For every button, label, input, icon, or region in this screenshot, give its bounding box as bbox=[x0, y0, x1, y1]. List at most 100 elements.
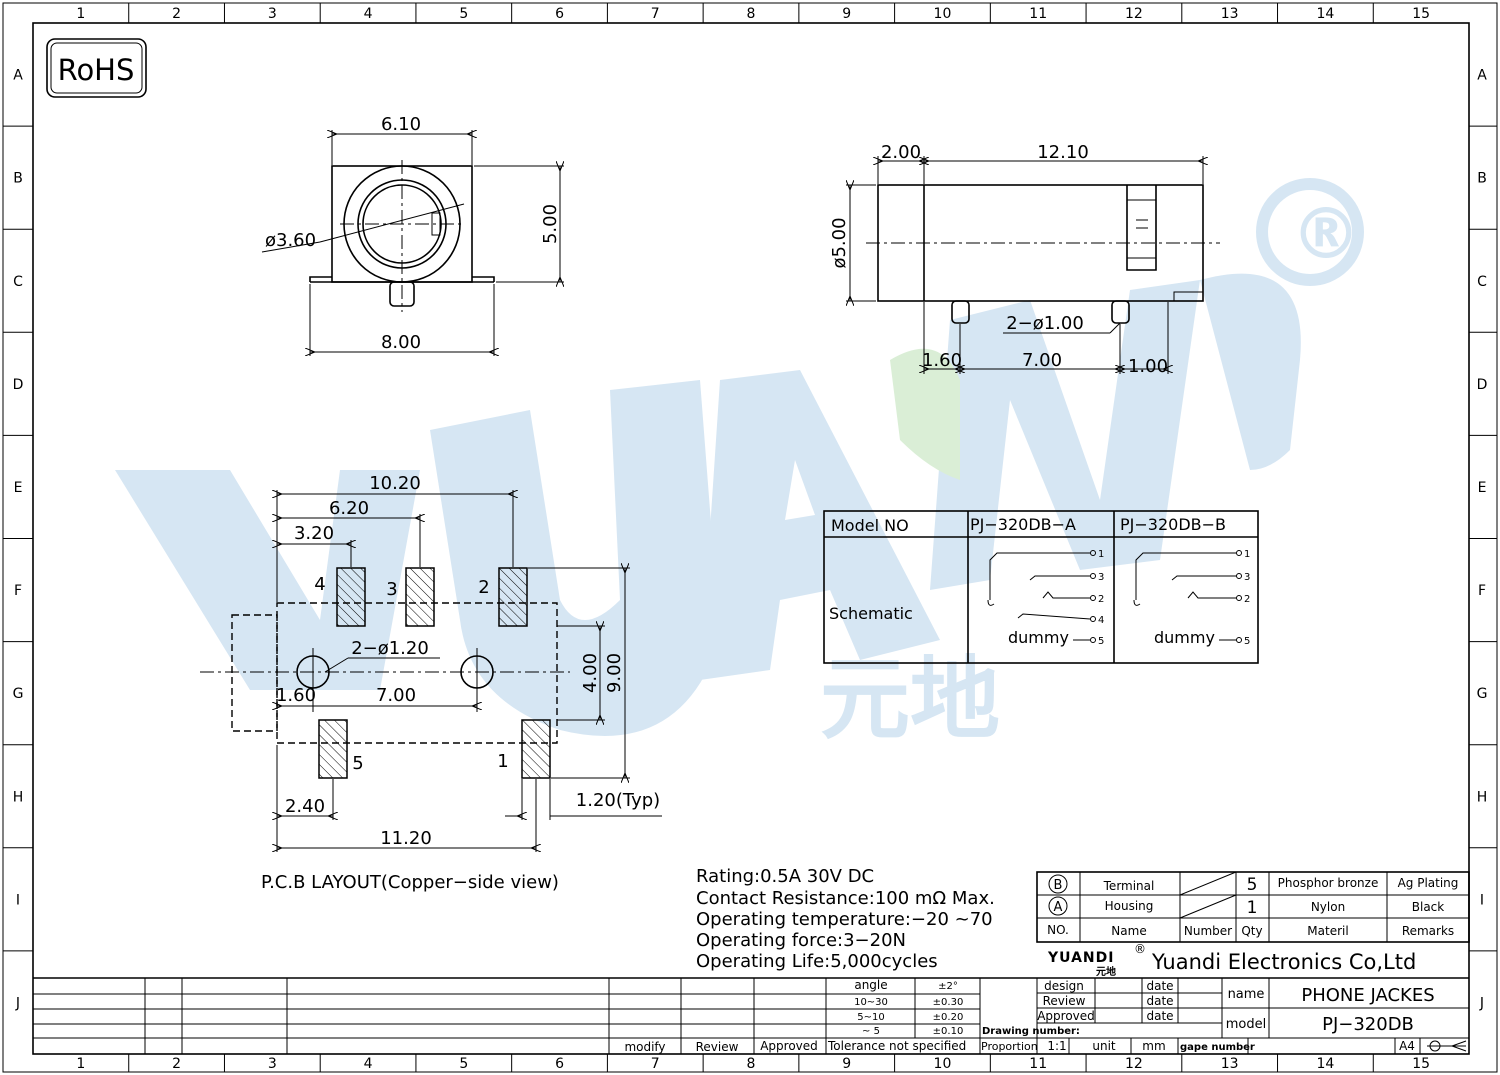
border-column-label: 4 bbox=[364, 1056, 373, 1072]
pcb-d2: 6.20 bbox=[329, 498, 369, 519]
bom-qty-housing: 1 bbox=[1247, 898, 1258, 918]
pad-1 bbox=[521, 719, 551, 779]
pin-label-2: 2 bbox=[478, 577, 489, 598]
pad-2 bbox=[498, 567, 528, 627]
b-pin-5: 5 bbox=[1244, 636, 1250, 647]
unit-value: mm bbox=[1142, 1039, 1165, 1053]
date-label-1: date bbox=[1146, 979, 1173, 993]
border-row-label: H bbox=[13, 789, 24, 805]
border-row-label: A bbox=[1477, 68, 1487, 84]
pin-label-3: 3 bbox=[386, 579, 397, 600]
b-pin-3: 3 bbox=[1244, 572, 1250, 583]
border-column-label: 9 bbox=[842, 6, 851, 22]
front-hole-dim: ø3.60 bbox=[265, 230, 316, 251]
border-row-label: B bbox=[1477, 171, 1487, 187]
spec-rating: Rating:0.5A 30V DC bbox=[696, 866, 874, 887]
pcb-total-h: 9.00 bbox=[604, 653, 625, 693]
pcb-caption: P.C.B LAYOUT(Copper−side view) bbox=[261, 872, 559, 893]
border-column-label: 9 bbox=[842, 1056, 851, 1072]
modify-label: modify bbox=[624, 1040, 665, 1054]
border-column-label: 13 bbox=[1221, 6, 1239, 22]
bom-header-material: Materil bbox=[1307, 924, 1348, 938]
pcb-d3: 3.20 bbox=[294, 523, 334, 544]
a-pin-5: 5 bbox=[1098, 636, 1104, 647]
table-header-b: PJ−320DB−B bbox=[1120, 515, 1226, 534]
tol-angle-label: angle bbox=[854, 978, 887, 992]
front-view bbox=[261, 130, 564, 356]
unit-label: unit bbox=[1092, 1039, 1116, 1053]
border-row-label: G bbox=[1477, 686, 1488, 702]
company-name: Yuandi Electronics Co,Ltd bbox=[1151, 950, 1416, 974]
proportion-value: 1:1 bbox=[1047, 1039, 1066, 1053]
border-row-label: C bbox=[1477, 274, 1487, 290]
spec-temperature: Operating temperature:−20 ~70 bbox=[696, 909, 993, 930]
review2-label: Review bbox=[1043, 994, 1086, 1008]
side-pins-dim: 2−ø1.00 bbox=[1006, 313, 1084, 334]
bom-qty-terminal: 5 bbox=[1247, 875, 1258, 895]
name-label: name bbox=[1228, 987, 1265, 1002]
border-column-label: 3 bbox=[268, 1056, 277, 1072]
border-row-label: F bbox=[14, 583, 22, 599]
b-pin-2: 2 bbox=[1244, 594, 1250, 605]
date-label-2: date bbox=[1146, 994, 1173, 1008]
border-row-label: E bbox=[14, 480, 23, 496]
pcb-total-w: 11.20 bbox=[380, 828, 432, 849]
watermark: ® 元地 bbox=[115, 178, 1364, 752]
dummy-a: dummy bbox=[1008, 628, 1069, 647]
border-row-label: D bbox=[13, 377, 24, 393]
pcb-inner: 4.00 bbox=[580, 653, 601, 693]
side-front-dim: 2.00 bbox=[881, 142, 921, 163]
spec-resistance: Contact Resistance:100 mΩ Max. bbox=[696, 888, 995, 909]
border-row-label: F bbox=[1478, 583, 1486, 599]
pad-5 bbox=[318, 719, 348, 779]
approved-label: Approved bbox=[760, 1039, 818, 1053]
pcb-d1: 10.20 bbox=[369, 473, 421, 494]
border-row-label: G bbox=[13, 686, 24, 702]
border-column-label: 3 bbox=[268, 6, 277, 22]
border-column-label: 7 bbox=[651, 6, 660, 22]
border-column-label: 11 bbox=[1029, 1056, 1047, 1072]
pcb-holes: 2−ø1.20 bbox=[351, 638, 429, 659]
a-pin-1: 1 bbox=[1098, 549, 1104, 560]
model-label: model bbox=[1226, 1017, 1266, 1032]
pad-3 bbox=[405, 567, 435, 627]
schematic-table bbox=[823, 510, 1259, 664]
watermark-reg: ® bbox=[1291, 193, 1361, 275]
part-model: PJ−320DB bbox=[1322, 1014, 1414, 1035]
review-label: Review bbox=[696, 1040, 739, 1054]
tol-angle-value: ±2° bbox=[938, 981, 958, 992]
border-column-label: 1 bbox=[76, 6, 85, 22]
side-length-dim: 12.10 bbox=[1037, 142, 1089, 163]
a-pin-3: 3 bbox=[1098, 572, 1104, 583]
company-logo-reg: ® bbox=[1134, 942, 1146, 956]
approved2-label: Approved bbox=[1037, 1009, 1095, 1023]
border-column-label: 10 bbox=[934, 1056, 952, 1072]
pcb-layout bbox=[200, 490, 662, 852]
pcb-left: 1.60 bbox=[276, 685, 316, 706]
border-column-label: 12 bbox=[1125, 1056, 1143, 1072]
border-row-label: E bbox=[1478, 480, 1487, 496]
border-row-label: D bbox=[1477, 377, 1488, 393]
front-base-dim: 8.00 bbox=[381, 332, 421, 353]
bom-header-name: Name bbox=[1111, 924, 1146, 938]
watermark-chinese: 元地 bbox=[820, 647, 1000, 752]
border-ticks bbox=[3, 3, 1497, 1072]
a-pin-2: 2 bbox=[1098, 594, 1104, 605]
design-label: design bbox=[1044, 979, 1084, 993]
rohs-badge-inner bbox=[50, 42, 143, 94]
border-column-label: 2 bbox=[172, 1056, 181, 1072]
bom-header-no: NO. bbox=[1047, 923, 1069, 937]
pin-label-1: 1 bbox=[497, 751, 508, 772]
border-column-label: 10 bbox=[934, 6, 952, 22]
border-row-label: B bbox=[13, 171, 23, 187]
table-row-label: Schematic bbox=[829, 604, 913, 623]
pin-label-5: 5 bbox=[352, 753, 363, 774]
rohs-label: RoHS bbox=[58, 53, 135, 87]
tolerance-label: Tolerance not specified bbox=[827, 1039, 966, 1053]
border-row-label: A bbox=[13, 68, 23, 84]
tol-510-label: 5~10 bbox=[857, 1012, 884, 1023]
border-column-label: 1 bbox=[76, 1056, 85, 1072]
bom-remarks-housing: Black bbox=[1412, 900, 1445, 914]
border-column-label: 5 bbox=[459, 1056, 468, 1072]
